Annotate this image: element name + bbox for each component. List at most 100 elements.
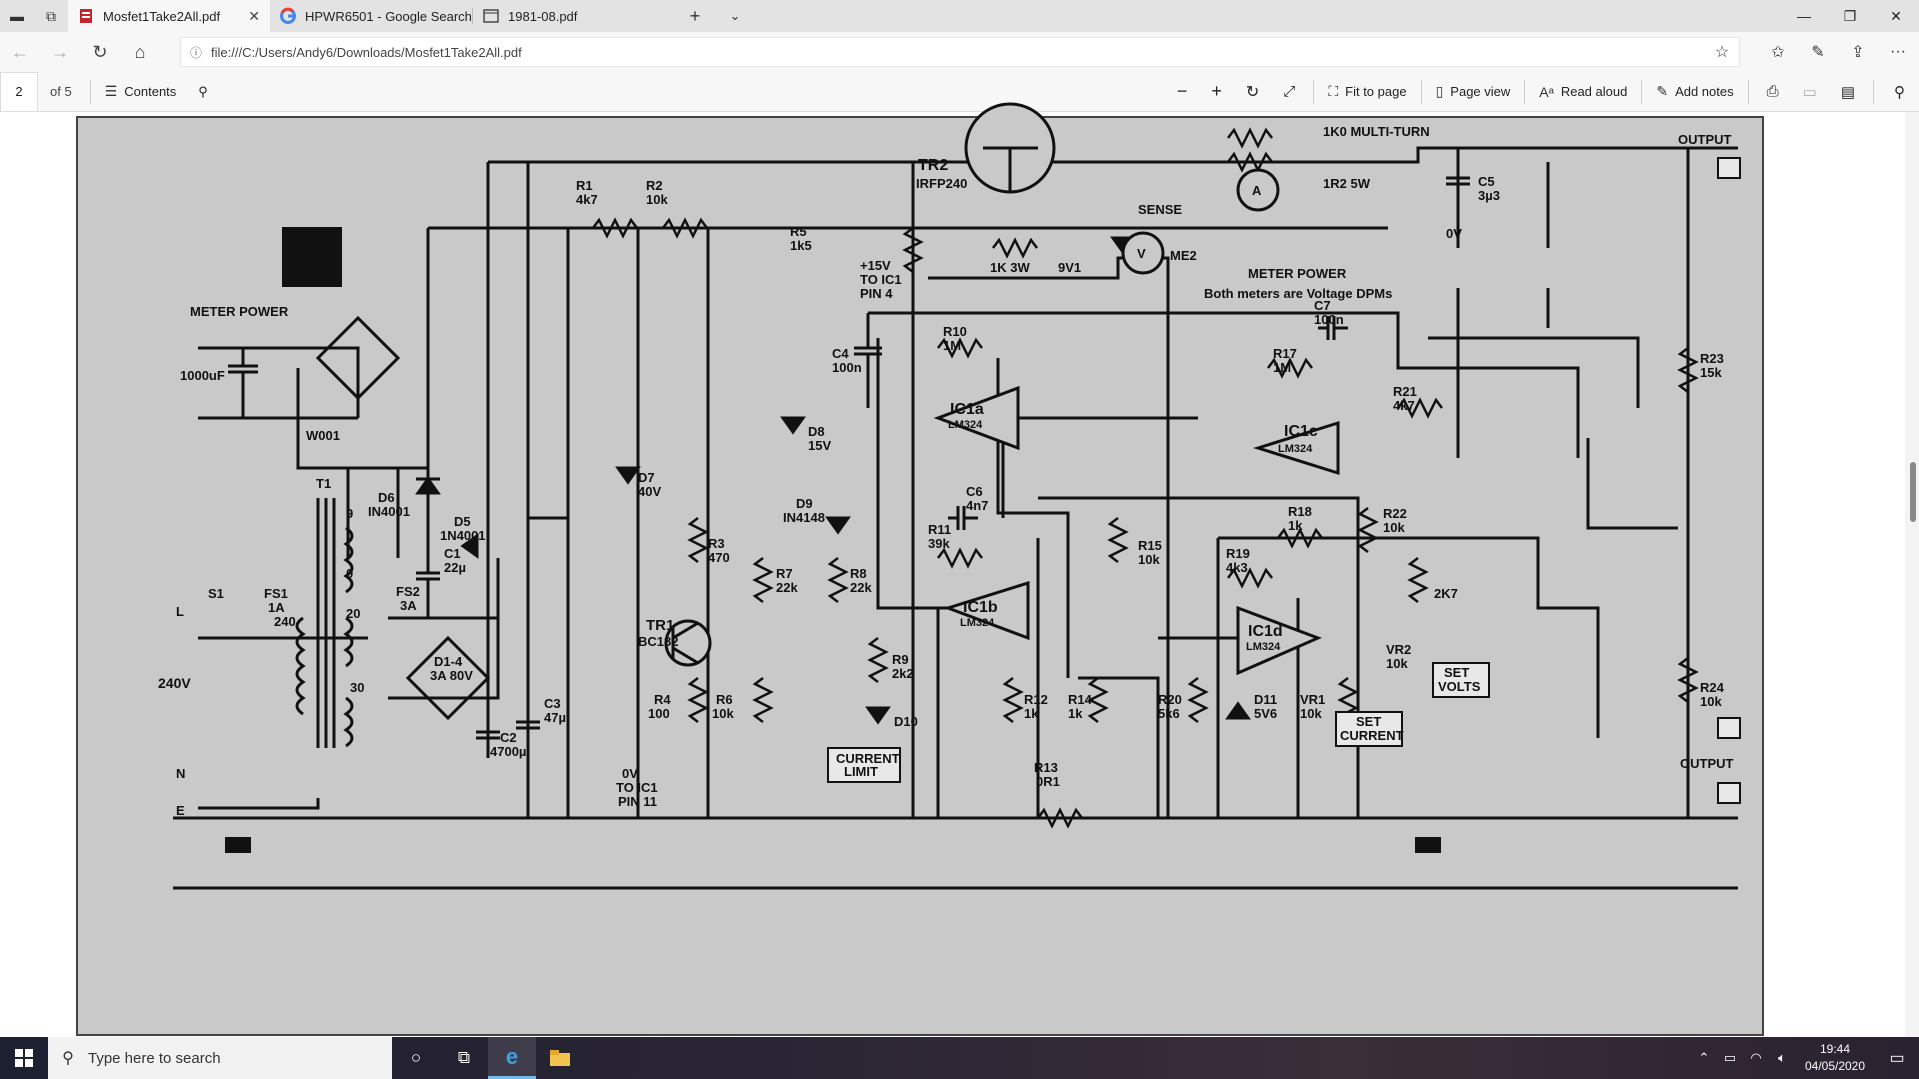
volume-icon[interactable]: 🔈︎ [1778, 1050, 1786, 1065]
close-window-icon[interactable]: ✕ [1890, 7, 1902, 24]
label-vr2-value: 10k [1386, 656, 1408, 671]
label-d11-value: 5V6 [1254, 706, 1277, 721]
edge-browser-icon[interactable]: e [488, 1037, 536, 1079]
favorites-icon[interactable]: ✩ [1771, 44, 1785, 61]
label-meter-power-right: METER POWER [1248, 266, 1347, 281]
label-r11: R11 [928, 522, 951, 537]
label-r24: R24 [1700, 680, 1725, 695]
scrollbar-thumb[interactable] [1910, 462, 1916, 522]
label-r20-value: 5k6 [1158, 706, 1180, 721]
label-d5-value: 1N4001 [440, 528, 486, 543]
label-plus15: +15V [860, 258, 891, 273]
pdf-toolbar: 2 of 5 ☰Contents ⚲ − + ↻ ⤢ ⛶Fit to page … [0, 71, 1919, 112]
label-d9-value: IN4148 [783, 510, 825, 525]
favorite-star-icon[interactable]: ☆ [1714, 44, 1730, 61]
share-icon[interactable]: ⇪ [1851, 44, 1865, 61]
label-r12: R12 [1024, 692, 1048, 707]
window-controls: — ❐ ✕ [1781, 0, 1919, 32]
notifications-icon[interactable]: ▭ [1889, 1050, 1905, 1067]
close-tab-icon[interactable]: ✕ [248, 7, 260, 24]
battery-icon[interactable]: ▭ [1723, 1050, 1737, 1065]
zoom-in-icon[interactable]: + [1211, 81, 1222, 101]
label-r10-value: 1M [943, 338, 961, 353]
label-ic1d: IC1d [1248, 623, 1283, 640]
meters [1121, 168, 1280, 275]
label-boxes [225, 157, 1741, 853]
contents-button[interactable]: ☰Contents [97, 72, 185, 112]
tab-google-search[interactable]: HPWR6501 - Google Search [270, 0, 472, 32]
label-s1: S1 [208, 586, 224, 601]
page-view-button[interactable]: ▯Page view [1428, 72, 1519, 112]
google-icon [280, 7, 296, 24]
save-as-icon[interactable]: ▤ [1840, 83, 1855, 101]
label-c2-value: 4700µ [490, 744, 526, 759]
toolbar-divider [1747, 79, 1749, 104]
pdf-document-area[interactable]: 1K0 MULTI-TURN 1R2 5W OUTPUT OUTPUT C5 3… [0, 102, 1919, 1037]
label-c7: C7 [1314, 298, 1331, 313]
label-d6: D6 [378, 490, 395, 505]
fit-page-icon: ⛶ [1328, 83, 1339, 99]
home-icon[interactable]: ⌂ [134, 41, 146, 62]
set-aside-tabs-icon[interactable]: ⧉ [46, 7, 56, 24]
clock-date: 04/05/2020 [1804, 1059, 1866, 1073]
task-view-icon[interactable]: ⧉ [457, 1048, 471, 1067]
new-tab-icon[interactable]: + [689, 5, 701, 26]
label-to-ic1: TO IC1 [860, 272, 902, 287]
tab-mosfet-pdf[interactable]: Mosfet1Take2All.pdf ✕ [68, 0, 270, 32]
refresh-icon[interactable]: ↻ [92, 41, 108, 62]
label-d7: D7 [638, 470, 655, 485]
label-d6-value: IN4001 [368, 504, 410, 519]
label-d7-value: 40V [638, 484, 661, 499]
label-r2-value: 10k [646, 192, 668, 207]
label-c6-value: 4n7 [966, 498, 988, 513]
zoom-out-icon[interactable]: − [1176, 81, 1188, 101]
label-vr2: VR2 [1386, 642, 1411, 657]
file-explorer-icon[interactable] [536, 1037, 584, 1079]
tab-actions-icon[interactable]: ▬ [10, 8, 24, 24]
browser-tab-bar: ▬ ⧉ Mosfet1Take2All.pdf ✕ HPWR6501 - Goo… [0, 0, 1919, 32]
show-hidden-icons-chevron-icon[interactable]: ⌃ [1698, 1050, 1710, 1065]
rotate-icon[interactable]: ↻ [1245, 83, 1260, 101]
search-pdf-icon[interactable]: ⚲ [198, 83, 208, 99]
label-w001: W001 [306, 428, 340, 443]
info-icon[interactable]: ⓘ [189, 45, 202, 60]
tab-preview-chevron-icon[interactable]: ⌄ [729, 8, 741, 23]
back-icon[interactable]: ← [11, 41, 29, 62]
windows-start-icon[interactable] [0, 1037, 48, 1079]
address-field[interactable]: ⓘ file:///C:/Users/Andy6/Downloads/Mosfe… [180, 37, 1740, 67]
restore-icon[interactable]: ❐ [1843, 7, 1857, 24]
label-r22-value: 10k [1383, 520, 1405, 535]
more-menu-icon[interactable]: ··· [1890, 43, 1906, 60]
label-d10: D10 [894, 714, 918, 729]
label-0v-ic1-3: PIN 11 [618, 794, 657, 809]
taskbar-search-box[interactable]: ⚲ Type here to search [48, 1037, 392, 1079]
label-r22: R22 [1383, 506, 1407, 521]
clock[interactable]: 19:44 04/05/2020 [1795, 1041, 1875, 1075]
page-number-input[interactable]: 2 [0, 71, 38, 112]
label-1000uf: 1000uF [180, 368, 225, 383]
print-icon[interactable]: ⎙ [1766, 83, 1779, 100]
fullscreen-icon[interactable]: ⤢ [1283, 83, 1296, 100]
wifi-icon[interactable]: ◠ [1750, 1050, 1762, 1065]
fit-to-page-button[interactable]: ⛶Fit to page [1320, 72, 1414, 112]
add-notes-button[interactable]: ✎Add notes [1648, 72, 1741, 112]
label-tr2-part: IRFP240 [916, 176, 967, 191]
forward-icon[interactable]: → [51, 41, 69, 62]
label-d8: D8 [808, 424, 825, 439]
label-pin-240: 240 [274, 614, 296, 629]
label-r10: R10 [943, 324, 967, 339]
minimize-icon[interactable]: — [1797, 8, 1811, 24]
tab-1981-pdf[interactable]: 1981-08.pdf [473, 0, 675, 32]
label-meter-power-left: METER POWER [190, 304, 289, 319]
page-count: of 5 [50, 84, 72, 99]
document-scrollbar[interactable] [1905, 112, 1919, 1037]
label-c1: C1 [444, 546, 461, 561]
read-aloud-icon: A͏ᵃ [1539, 83, 1554, 100]
cortana-icon[interactable]: ○ [410, 1048, 422, 1067]
label-pin-30: 30 [350, 680, 364, 695]
diodes [415, 236, 1251, 725]
save-icon[interactable]: ▭ [1802, 83, 1817, 101]
pin-toolbar-icon[interactable]: ⚲ [1894, 83, 1905, 101]
web-notes-pen-icon[interactable]: ✎ [1811, 44, 1825, 61]
